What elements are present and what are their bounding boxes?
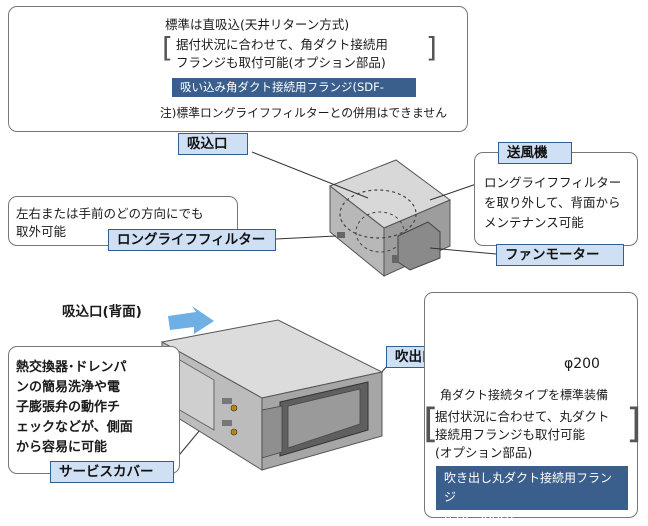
diameter-label: φ200 — [564, 356, 600, 372]
suction-arrow — [168, 306, 214, 334]
service-note-box — [8, 346, 180, 474]
filter-note: 注)標準ロングライフフィルターとの併用はできません — [160, 106, 448, 120]
service-text-3: 子膨張弁の動作チ — [16, 400, 121, 415]
outlet-badge-line-1: 吹き出し丸ダクト接続用フランジ — [444, 471, 613, 504]
label-long-life-filter: ロングライフフィルター — [108, 229, 276, 251]
indoor-unit-illustration-top — [329, 159, 452, 278]
bracket-right: ] — [426, 31, 437, 64]
round-duct-text-1: 据付状況に合わせて、丸ダクト — [435, 409, 610, 424]
square-duct-standard-text: 角ダクト接続タイプを標準装備 — [440, 388, 609, 402]
outlet-badge-line-2: (PDF-36BH) — [444, 509, 514, 523]
maintenance-text-2: を取り外して、背面から — [484, 195, 621, 210]
filter-removal-text-1: 左右または手前のどの方向にでも — [16, 206, 204, 221]
suction-square-flange-badge: 吸い込み角ダクト接続用フランジ(SDF-36BH) — [172, 78, 416, 113]
outlet-round-flange-badge: 吹き出し丸ダクト接続用フランジ (PDF-36BH) — [436, 466, 628, 523]
service-text-1: 熱交換器･ドレンパ — [16, 360, 127, 375]
bracket-right-2: ] — [626, 401, 642, 447]
maintenance-text-1: ロングライフフィルター — [484, 175, 622, 190]
top-info-box — [8, 6, 468, 132]
bracket-left-2: [ — [423, 401, 439, 447]
square-duct-flange-text-1: 据付状況に合わせて、角ダクト接続用 — [176, 37, 388, 52]
label-fan-motor: ファンモーター — [496, 244, 624, 266]
label-fan: 送風機 — [498, 142, 572, 164]
direct-suction-text: 標準は直吸込(天井リターン方式) — [165, 17, 350, 32]
service-text-5: から容易に可能 — [16, 440, 108, 455]
round-duct-text-3: (オプション部品) — [435, 445, 533, 460]
label-suction-inlet: 吸込口 — [178, 133, 248, 155]
filter-removal-text-2: 取外可能 — [16, 224, 67, 239]
round-duct-text-2: 接続用フランジも取付可能 — [435, 427, 586, 442]
maintenance-text-3: メンテナンス可能 — [484, 215, 584, 230]
bracket-left: [ — [162, 31, 173, 64]
service-text-4: ェックなどが、側面 — [16, 420, 133, 435]
indoor-unit-illustration-bottom — [160, 319, 384, 471]
suction-back-title: 吸込口(背面) — [62, 304, 142, 320]
label-service-cover: サービスカバー — [50, 461, 174, 483]
square-duct-flange-text-2: フランジも取付可能(オプション部品) — [176, 55, 386, 70]
service-text-2: ンの簡易洗浄や電 — [16, 380, 121, 395]
